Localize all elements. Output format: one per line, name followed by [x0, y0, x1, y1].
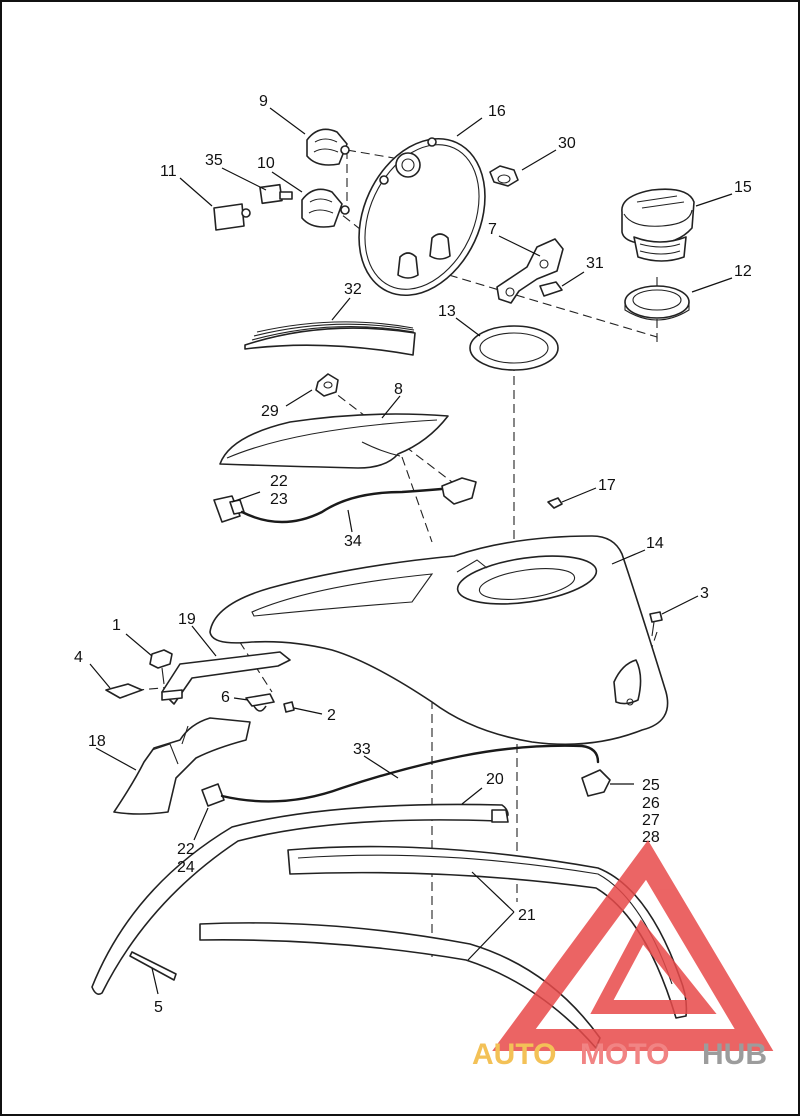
- bracket-7: [496, 238, 564, 304]
- callout-15: 15: [734, 179, 752, 196]
- callout-11: 11: [160, 163, 177, 180]
- console-14: [209, 535, 669, 746]
- harness-34: [213, 477, 477, 524]
- trim-strip-21: [199, 845, 688, 1049]
- fuel-cap-15: [621, 188, 695, 262]
- callout-2: 2: [327, 707, 336, 724]
- callout-28: 28: [642, 829, 660, 846]
- cover-11: [213, 203, 251, 231]
- callout-34: 34: [344, 533, 362, 550]
- callout-27: 27: [642, 812, 660, 829]
- callout-5: 5: [154, 999, 163, 1016]
- callout-23: 23: [270, 491, 288, 508]
- bracket-19: [161, 651, 291, 705]
- callout-26: 26: [642, 795, 660, 812]
- callout-29: 29: [261, 403, 279, 420]
- callout-12: 12: [734, 263, 752, 280]
- screw-31: [539, 281, 563, 297]
- bolt-1: [149, 649, 173, 685]
- callout-6: 6: [221, 689, 230, 706]
- screw-2: [283, 701, 295, 713]
- watermark-hub: HUB: [702, 1038, 767, 1071]
- plug-17: [547, 497, 563, 509]
- callout-numbers: 9 16 30 35 10 11 15 7 31 12 13 32 8 29 2…: [74, 93, 752, 1016]
- watermark-triangle-outer: [492, 840, 774, 1051]
- callout-1: 1: [112, 617, 121, 634]
- mount-bracket-18: [113, 717, 251, 815]
- callout-25: 25: [642, 777, 660, 794]
- callout-20: 20: [486, 771, 504, 788]
- clip-4: [105, 683, 143, 699]
- callout-7: 7: [488, 221, 497, 238]
- callout-35: 35: [205, 152, 223, 169]
- callout-16: 16: [488, 103, 506, 120]
- watermark-logo: AUTO MOTO HUB: [472, 840, 774, 1071]
- nut-30: [489, 165, 519, 187]
- ring-13: [469, 325, 559, 371]
- callout-10: 10: [257, 155, 275, 172]
- callout-22-lower: 22: [177, 841, 195, 858]
- callout-19: 19: [178, 611, 196, 628]
- indicator-lamp-10: [301, 188, 350, 228]
- screw-3: [649, 611, 663, 637]
- indicator-lamp-9: [306, 128, 350, 166]
- callout-3: 3: [700, 585, 709, 602]
- callout-24: 24: [177, 859, 195, 876]
- callout-18: 18: [88, 733, 106, 750]
- cable-tie-5: [129, 951, 177, 981]
- leader-lines: [89, 107, 733, 995]
- callout-9: 9: [259, 93, 268, 110]
- callout-21: 21: [518, 907, 536, 924]
- callout-8: 8: [394, 381, 403, 398]
- top-panel-8: [219, 413, 449, 469]
- callout-22-upper: 22: [270, 473, 288, 490]
- switch-35: [259, 183, 293, 205]
- callout-13: 13: [438, 303, 456, 320]
- base-plate-16: [358, 137, 486, 297]
- callout-4: 4: [74, 649, 83, 666]
- grommet-29: [315, 373, 339, 397]
- watermark-triangle-inner: [590, 919, 717, 1014]
- callout-31: 31: [586, 255, 604, 272]
- watermark-moto: MOTO: [580, 1038, 669, 1071]
- harness-33: [201, 744, 611, 807]
- watermark-auto: AUTO: [472, 1038, 556, 1071]
- callout-14: 14: [646, 535, 664, 552]
- stripe-trim-32: [244, 321, 416, 356]
- callout-32: 32: [344, 281, 362, 298]
- clip-6: [245, 693, 275, 712]
- callout-33: 33: [353, 741, 371, 758]
- callout-30: 30: [558, 135, 576, 152]
- callout-17: 17: [598, 477, 616, 494]
- gasket-12: [624, 285, 690, 321]
- tube-20: [91, 803, 509, 995]
